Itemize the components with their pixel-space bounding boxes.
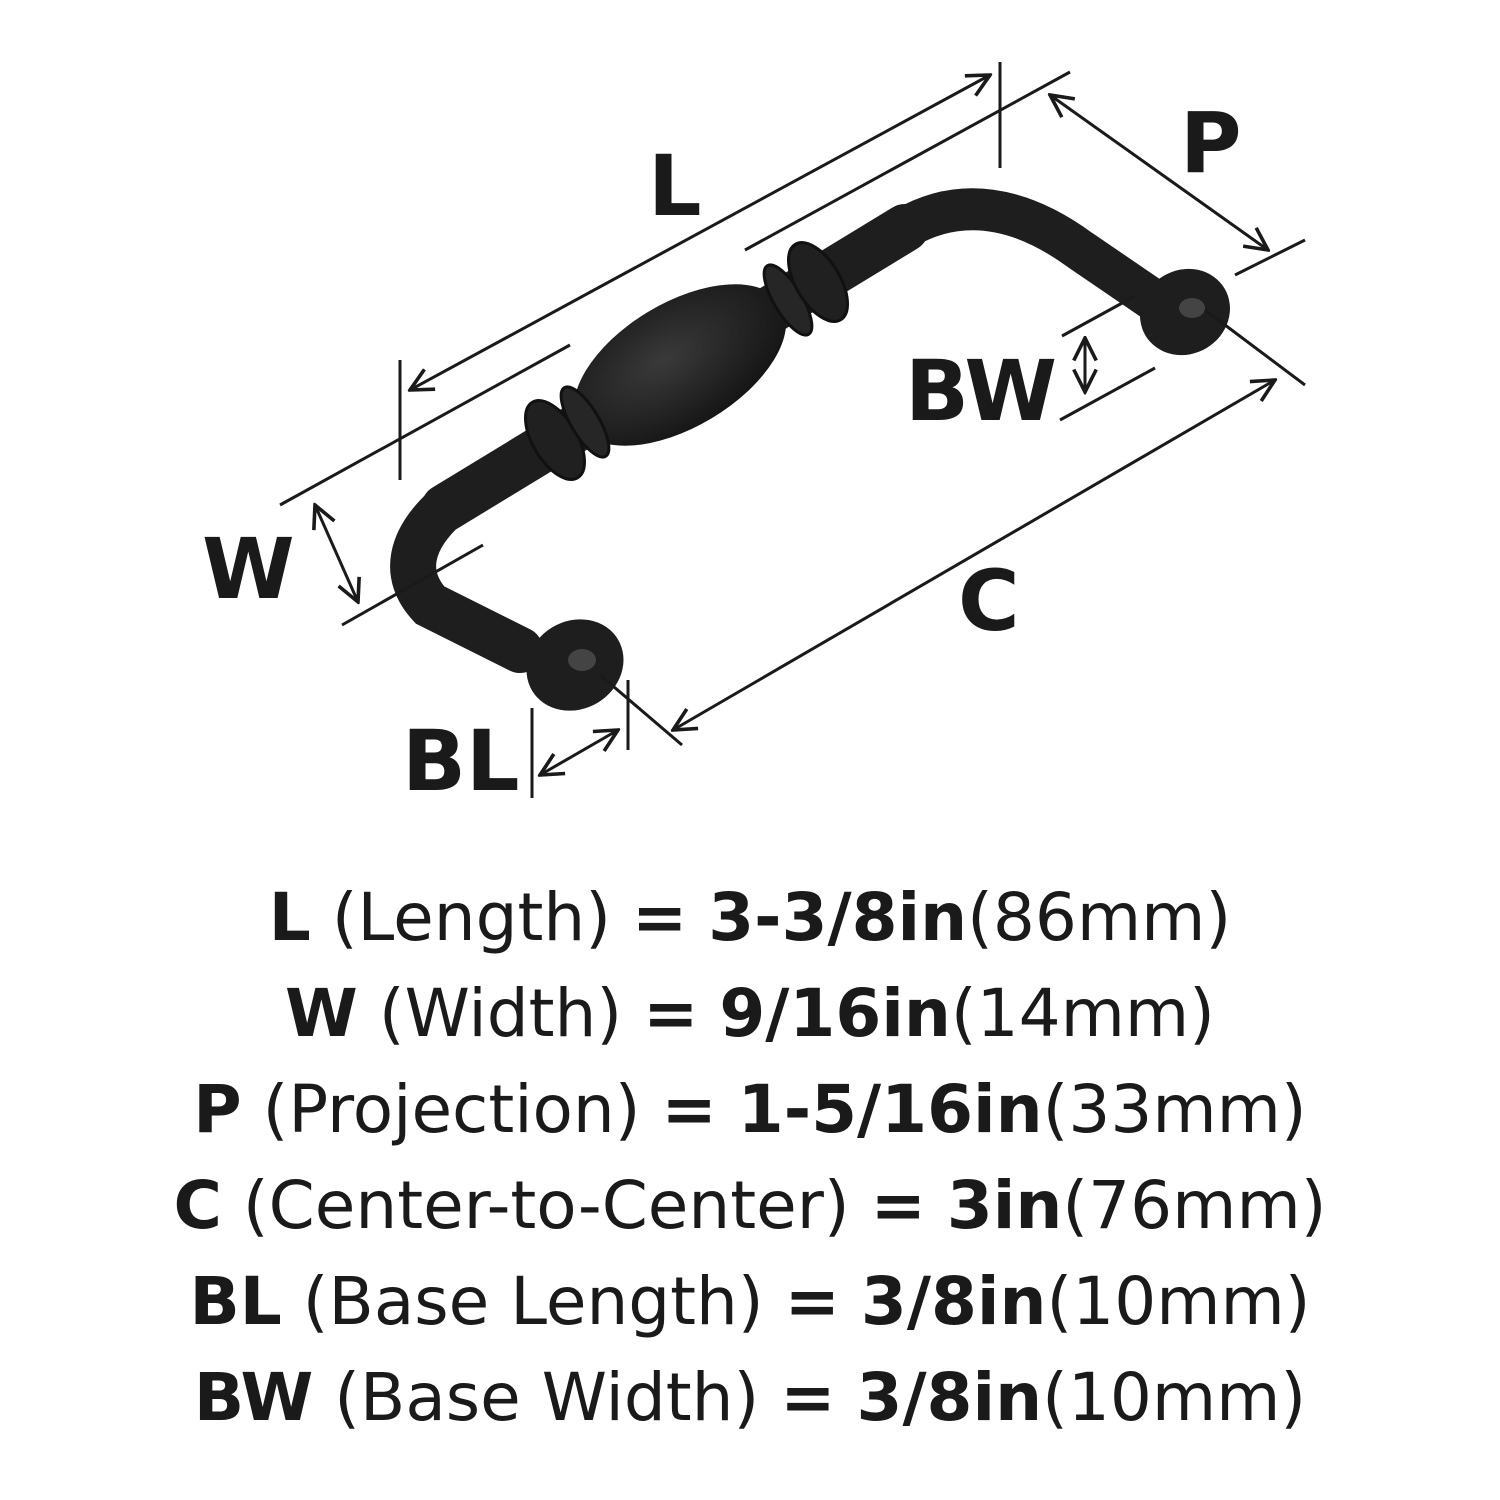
spec-name: (Base Length) (302, 1263, 764, 1340)
spec-name: (Base Width) (334, 1359, 760, 1436)
spec-key: P (193, 1071, 242, 1148)
spec-equals: = (631, 879, 688, 956)
label-p: P (1180, 94, 1242, 192)
spec-equals: = (784, 1263, 840, 1340)
label-bl: BL (402, 712, 520, 810)
spec-imperial: 3/8in (856, 1359, 1043, 1436)
spec-name: (Width) (378, 975, 623, 1052)
spec-imperial: 3/8in (860, 1263, 1047, 1340)
spec-equals: = (870, 1167, 926, 1244)
spec-row-center-to-center: C (Center-to-Center) = 3in(76mm) (0, 1158, 1500, 1254)
spec-key: BW (193, 1359, 314, 1436)
dimension-projection (1050, 95, 1306, 277)
spec-row-base-length: BL (Base Length) = 3/8in(10mm) (0, 1254, 1500, 1350)
spec-key: BL (189, 1263, 282, 1340)
spec-row-projection: P (Projection) = 1-5/16in(33mm) (0, 1062, 1500, 1158)
spec-name: (Projection) (262, 1071, 641, 1148)
spec-imperial: 9/16in (719, 975, 951, 1052)
spec-row-width: W (Width) = 9/16in(14mm) (0, 966, 1500, 1062)
spec-key: L (268, 879, 311, 956)
dimension-width (315, 505, 484, 627)
spec-equals: = (643, 975, 699, 1052)
spec-metric: (14mm) (950, 975, 1215, 1052)
label-l: L (648, 137, 702, 235)
spec-metric: (76mm) (1062, 1167, 1327, 1244)
spec-equals: = (780, 1359, 836, 1436)
label-c: C (958, 552, 1020, 650)
spec-key: W (285, 975, 358, 1052)
dimension-diagram: L P BW W C BL (202, 62, 1306, 810)
spec-equals: = (661, 1071, 717, 1148)
spec-metric: (33mm) (1042, 1071, 1307, 1148)
spec-metric: (10mm) (1046, 1263, 1311, 1340)
dimension-base-length (530, 680, 630, 798)
spec-imperial: 3in (946, 1167, 1063, 1244)
spec-name: (Center-to-Center) (242, 1167, 850, 1244)
dimension-length (279, 62, 1071, 507)
label-w: W (202, 520, 295, 618)
dimension-center-to-center (599, 308, 1306, 747)
spec-row-length: L (Length) = 3-3/8in(86mm) (0, 870, 1500, 966)
spec-imperial: 3-3/8in (708, 879, 968, 956)
spec-imperial: 1-5/16in (737, 1071, 1043, 1148)
spec-key: C (173, 1167, 222, 1244)
spec-metric: (86mm) (967, 879, 1232, 956)
spec-name: (Length) (331, 879, 611, 956)
spec-row-base-width: BW (Base Width) = 3/8in(10mm) (0, 1350, 1500, 1446)
label-bw: BW (905, 342, 1057, 440)
spec-metric: (10mm) (1042, 1359, 1307, 1436)
dimension-spec-list: L (Length) = 3-3/8in(86mm) W (Width) = 9… (0, 870, 1500, 1446)
